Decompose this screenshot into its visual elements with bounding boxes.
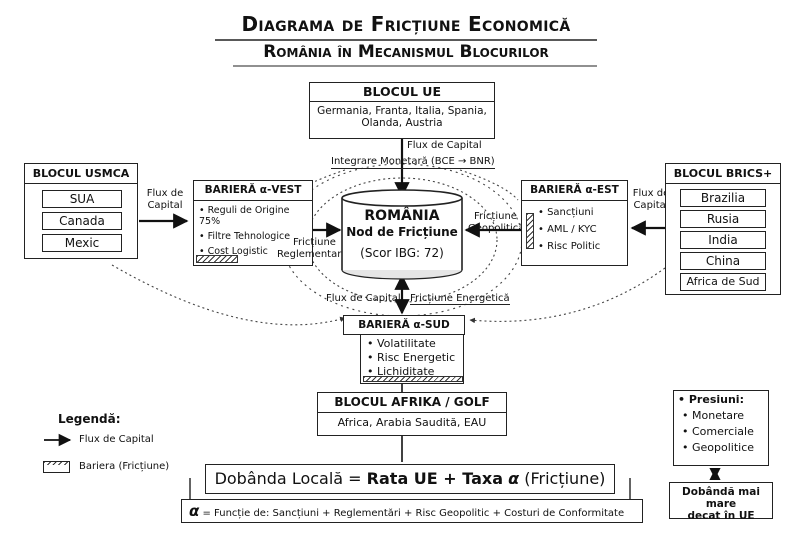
- afrika-block-header: BLOCUL AFRIKA / GOLF: [318, 393, 506, 413]
- pressures-box: • Presiuni: • Monetare • Comerciale • Ge…: [673, 390, 769, 466]
- barrier-vest-item-2: • Cost Logistic: [199, 246, 268, 257]
- barrier-est: BARIERĂ α-EST • Sancțiuni • AML / KYC • …: [521, 180, 628, 266]
- usmca-flow-label-2: Capital: [147, 200, 183, 211]
- est-friction-label-2: Geopolitică: [468, 223, 525, 234]
- barrier-vest-header: BARIERĂ α-VEST: [194, 181, 312, 201]
- ue-flow-label: Flux de Capital: [407, 140, 482, 151]
- barrier-sud-header-box: BARIERĂ α-SUD: [343, 315, 465, 335]
- barrier-sud-item-0: • Volatilitate: [367, 337, 436, 350]
- brics-member-india: India: [680, 231, 766, 249]
- ue-block: BLOCUL UE Germania, Franta, Italia, Span…: [309, 82, 495, 139]
- vest-friction-label-2: Reglementară: [277, 249, 348, 260]
- page-title: Diagrama de Fricțiune Economică: [241, 12, 571, 36]
- barrier-est-hatch: [526, 213, 534, 249]
- usmca-member-canada: Canada: [42, 212, 122, 230]
- barrier-sud-hatch: [363, 376, 463, 382]
- brics-member-china: China: [680, 252, 766, 270]
- pressures-title: • Presiuni:: [678, 393, 744, 406]
- formula-alpha: α: [508, 469, 520, 488]
- vest-friction-label-1: Fricțiune: [293, 237, 336, 248]
- afrika-members: Africa, Arabia Saudită, EAU: [337, 416, 487, 429]
- alpha-definition-text: = Funcție de: Sancțiuni + Reglementări +…: [199, 508, 625, 519]
- barrier-vest-item-1: • Filtre Tehnologice: [199, 231, 291, 242]
- ue-members-line1: Germania, Franta, Italia, Spania,: [317, 105, 487, 117]
- barrier-est-header: BARIERĂ α-EST: [522, 181, 627, 201]
- brics-member-rusia: Rusia: [680, 210, 766, 228]
- alpha-definition-box: α = Funcție de: Sancțiuni + Reglementări…: [181, 499, 643, 523]
- result-line2: decat în UE: [687, 510, 755, 522]
- legend-barrier-label: Bariera (Fricțiune): [79, 461, 170, 472]
- result-line1: Dobândă mai mare: [682, 486, 760, 510]
- formula-part3: (Fricțiune): [519, 469, 606, 488]
- legend-flow-label: Flux de Capital: [79, 434, 154, 445]
- usmca-flow-label-1: Flux de: [146, 188, 184, 199]
- usmca-block-header: BLOCUL USMCA: [25, 164, 137, 184]
- pressures-item-1: • Comerciale: [682, 425, 754, 438]
- result-box: Dobândă mai mare decat în UE: [669, 482, 773, 522]
- barrier-sud-item-1: • Risc Energetic: [367, 351, 456, 364]
- romania-name: ROMÂNIA: [364, 208, 440, 224]
- barrier-sud: • Volatilitate • Risc Energetic • Lichid…: [360, 335, 464, 384]
- barrier-vest-hatch: [196, 255, 238, 263]
- est-friction-label-1: Fricțiune: [474, 211, 517, 222]
- pressures-item-2: • Geopolitice: [682, 441, 755, 454]
- brics-member-africa-de-sud: Africa de Sud: [680, 273, 766, 291]
- formula-part2: Rata UE + Taxa: [366, 469, 504, 488]
- barrier-vest: BARIERĂ α-VEST • Reguli de Origine 75% •…: [193, 180, 313, 266]
- barrier-est-item-0: • Sancțiuni: [538, 207, 594, 218]
- alpha-symbol: α: [189, 502, 200, 520]
- romania-score: (Scor IBG: 72): [360, 246, 444, 260]
- barrier-est-item-2: • Risc Politic: [538, 241, 601, 252]
- pressures-item-0: • Monetare: [682, 409, 745, 422]
- ue-block-header: BLOCUL UE: [310, 83, 494, 102]
- south-friction-label: Fricțiune Energetică: [410, 293, 510, 305]
- legend-title: Legendă:: [58, 412, 121, 426]
- usmca-member-sua: SUA: [42, 190, 122, 208]
- legend-barrier-icon: [43, 461, 70, 473]
- barrier-vest-item-0: • Reguli de Origine 75%: [199, 205, 290, 227]
- barrier-sud-item-2: • Lichiditate: [367, 365, 435, 378]
- brics-flow-label-1: Flux de: [632, 188, 670, 199]
- barrier-sud-header: BARIERĂ α-SUD: [358, 319, 450, 331]
- south-flow-label: Flux de Capital: [326, 293, 401, 304]
- formula-text: Dobânda Locală = Rata UE + Taxa α (Fricț…: [206, 465, 614, 492]
- ue-members-line2: Olanda, Austria: [361, 117, 443, 129]
- ue-integration-label: Integrare Monetară (BCE → BNR): [331, 156, 495, 169]
- romania-subtitle: Nod de Fricțiune: [346, 225, 458, 239]
- formula-box: Dobânda Locală = Rata UE + Taxa α (Fricț…: [205, 464, 615, 494]
- brics-member-brazilia: Brazilia: [680, 189, 766, 207]
- page-subtitle: România în Mecanismul Blocurilor: [263, 42, 549, 62]
- usmca-member-mexic: Mexic: [42, 234, 122, 252]
- afrika-block: BLOCUL AFRIKA / GOLF Africa, Arabia Saud…: [317, 392, 507, 436]
- formula-part1: Dobânda Locală =: [214, 469, 367, 488]
- barrier-est-item-1: • AML / KYC: [538, 224, 597, 235]
- brics-flow-label-2: Capital: [633, 200, 669, 211]
- alpha-definition: α = Funcție de: Sancțiuni + Reglementări…: [182, 500, 642, 525]
- brics-block-header: BLOCUL BRICS+: [666, 164, 780, 184]
